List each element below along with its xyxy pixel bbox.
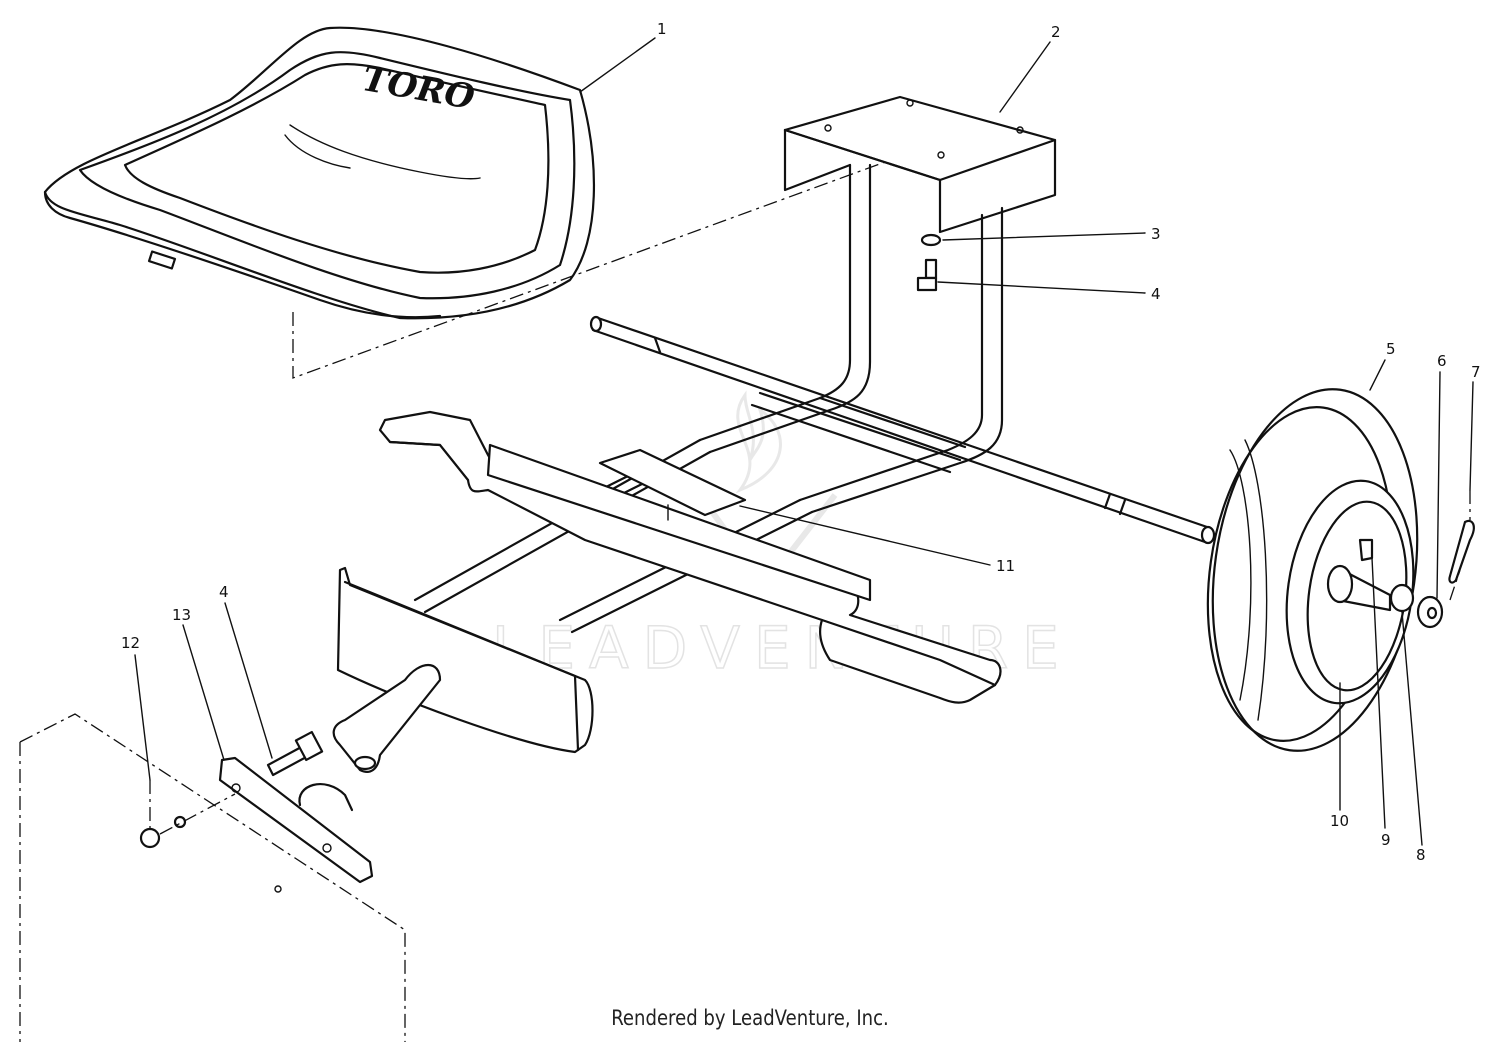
wheel [1206,388,1419,752]
callout-4-seat-bolt: 4 [1151,285,1161,303]
hitch-bolt [266,730,324,777]
callout-9: 9 [1381,831,1391,849]
hitch-bracket [218,756,374,884]
decal-plate [598,448,747,517]
leader-lines [134,37,1474,846]
callout-11: 11 [996,557,1015,575]
callout-2: 2 [1051,23,1061,41]
watermark-flame-icon [735,390,782,494]
front-channel [332,566,594,773]
callout-13: 13 [172,606,191,624]
seat-support-bracket [698,95,1057,514]
callout-7: 7 [1471,363,1481,381]
callout-4-hitch-bolt: 4 [219,583,229,601]
callouts: 1 2 3 4 5 6 7 4 11 13 12 10 9 8 [121,20,1481,864]
callout-3: 3 [1151,225,1161,243]
wheel-hardware [1389,490,1475,629]
hitch-nut [139,780,236,849]
cross-plate [486,443,872,602]
plate-hole [274,885,282,893]
seat-bolt [916,233,942,292]
watermark: LEADVENTURE [491,390,1060,683]
seat: TORO [43,26,596,320]
frame [413,391,967,634]
hitch-plate-outline [19,713,406,1042]
callout-8: 8 [1416,846,1426,864]
callout-5: 5 [1386,340,1396,358]
callout-1: 1 [657,20,667,38]
seat-mount-line [292,141,941,379]
footer-credit: Rendered by LeadVenture, Inc. [611,1006,889,1030]
callout-6: 6 [1437,352,1447,370]
callout-10: 10 [1330,812,1349,830]
callout-12: 12 [121,634,140,652]
axle-tube [589,315,1216,545]
